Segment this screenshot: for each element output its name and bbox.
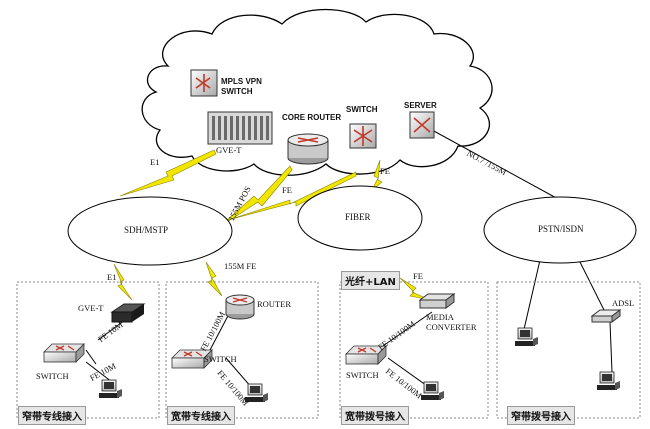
pc-icon-s3 (420, 381, 445, 401)
gve-t-device-icon (110, 303, 146, 323)
fiber-ellipse (297, 185, 423, 251)
pc-icon-s1 (98, 379, 123, 399)
e1-down-label: E1 (107, 272, 117, 282)
bolt-pos (217, 165, 293, 229)
pstn-isdn-ellipse (483, 196, 637, 264)
section-broadband-leased (165, 281, 319, 419)
media-converter-label: MEDIA CONVERTER (426, 312, 477, 332)
switch-icon-s1 (43, 343, 85, 363)
fe-fiber-label: FE (413, 271, 423, 281)
switch-label: SWITCH (346, 105, 378, 114)
gve-t-core-label: GVE-T (216, 145, 242, 155)
section-narrowband-leased (16, 281, 160, 419)
section-broadband-dial (339, 281, 489, 419)
switch-icon (349, 123, 377, 149)
router-icon (225, 294, 255, 320)
sdh-mstp-label: SDH/MSTP (124, 225, 169, 235)
gve-t-s1-label: GVE-T (78, 303, 104, 313)
media-converter-icon (418, 293, 456, 309)
bolt-fe (227, 171, 357, 221)
bolt-155m-fe (205, 261, 223, 297)
fe-switch-label: FE (380, 166, 390, 176)
core-router-icon (287, 133, 329, 165)
mpls-switch-label: MPLS VPN SWITCH (221, 77, 262, 96)
bolt-e1-down (113, 263, 133, 301)
fe-mid-label: FE (282, 185, 292, 195)
adsl-label: ADSL (612, 298, 635, 308)
core-router-label: CORE ROUTER (282, 113, 342, 122)
section-narrowband-dial (496, 281, 641, 419)
pc-icon-s4a (514, 327, 539, 347)
pc-icon-s4b (596, 371, 621, 391)
section-caption-broadband-leased: 宽带专线接入 (167, 406, 235, 425)
bolt-fe-switch (371, 159, 383, 191)
e1-left-label: E1 (150, 157, 160, 167)
router-label: ROUTER (257, 299, 291, 309)
pstn-isdn-label: PSTN/ISDN (538, 224, 584, 234)
s1-switch-label: SWITCH (36, 371, 69, 381)
section-caption-narrowband-dial: 窄带拨号接入 (507, 406, 575, 425)
server-icon (409, 111, 435, 139)
s2-switch-label: SWITCH (204, 354, 237, 364)
gve-t-rack-icon (207, 111, 273, 145)
sdh-mstp-ellipse (67, 196, 233, 266)
fiber-label: FIBER (345, 212, 371, 222)
server-label: SERVER (404, 101, 437, 110)
s3-switch-label: SWITCH (346, 370, 379, 380)
fiber-lan-tag: 光纤+LAN (341, 271, 400, 290)
155m-fe-label: 155M FE (224, 261, 257, 271)
section-caption-narrowband-leased: 窄带专线接入 (18, 406, 86, 425)
mpls-switch-icon (190, 69, 218, 97)
section-caption-broadband-dial: 宽带拨号接入 (341, 406, 409, 425)
adsl-modem-icon (590, 309, 622, 323)
bolt-e1-left (119, 149, 217, 197)
